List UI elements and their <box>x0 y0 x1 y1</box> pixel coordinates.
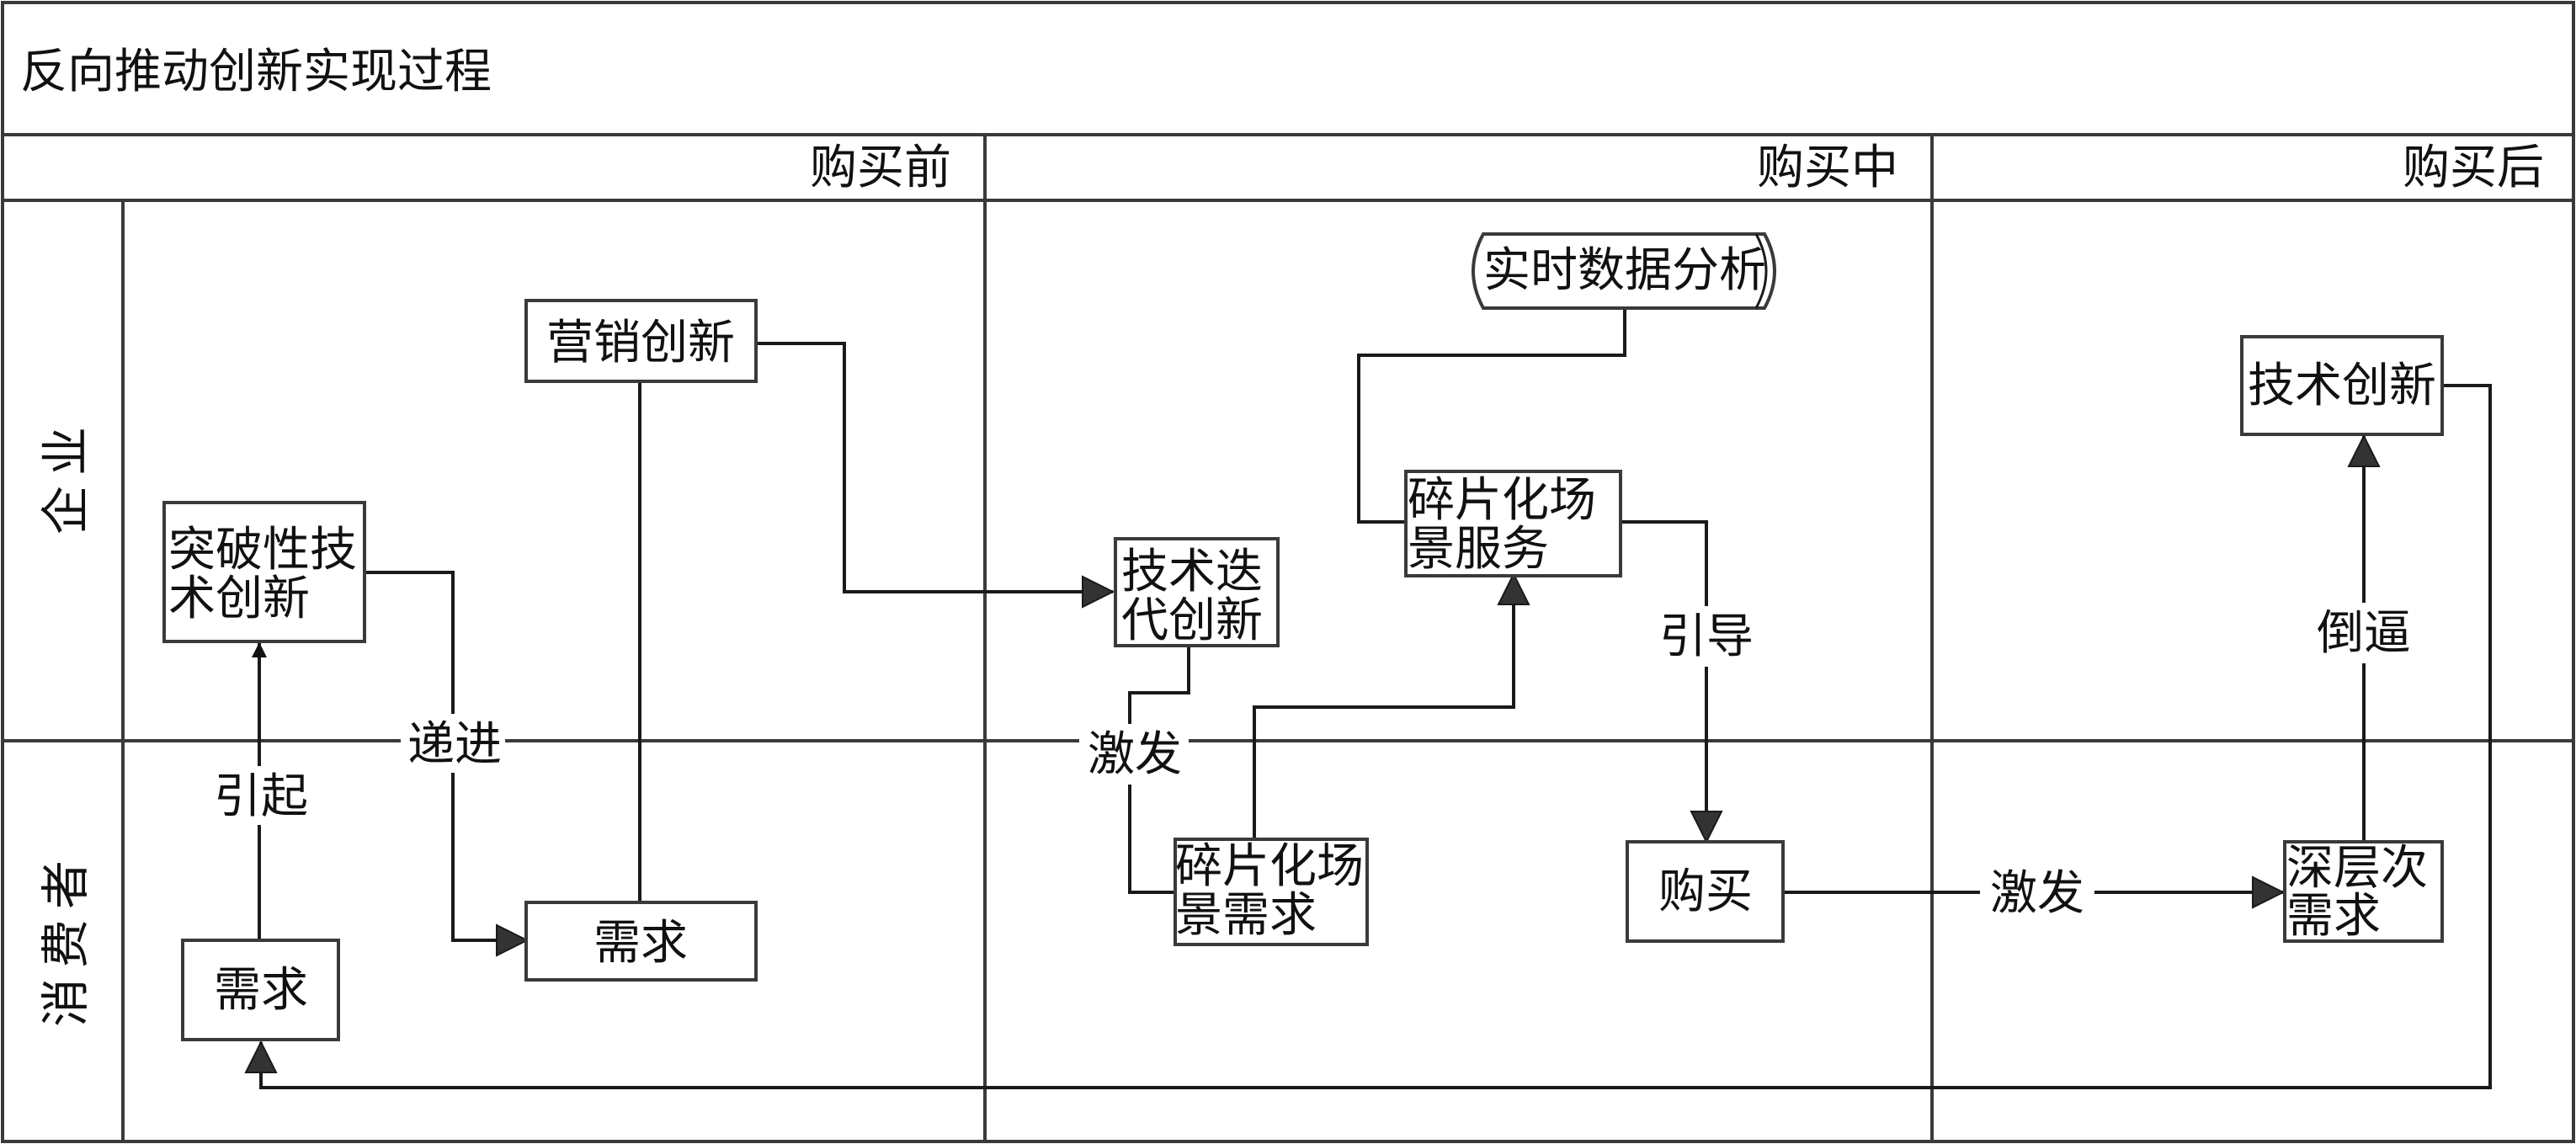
node-techiter-line1: 技术迭 <box>1121 545 1263 599</box>
node-techiter-line2: 代创新 <box>1121 593 1263 648</box>
edge-techiter-fragdemand <box>1128 646 1190 894</box>
node-fragmented-scene-service: 碎片化场 景服务 <box>1404 470 1622 577</box>
node-breakthrough-line1: 突破性技 <box>168 523 357 577</box>
lane-label-enterprise: 企业 <box>37 417 94 535</box>
edge-labels: 引起 递进 激发 引导 激发 倒逼 <box>212 603 2416 923</box>
node-demand-progressed: 需求 <box>524 901 758 982</box>
node-demand-initial-label: 需求 <box>214 963 308 1018</box>
edge-label-cause: 引起 <box>214 769 308 824</box>
edge-fragservice-to-purchase <box>1621 520 1706 842</box>
node-fragmented-scene-demand: 碎片化场 景需求 <box>1174 838 1369 946</box>
diagram-title: 反向推动创新实现过程 <box>20 45 492 99</box>
edge-label-force: 倒逼 <box>2317 606 2411 661</box>
edge-label-progress: 递进 <box>407 717 502 772</box>
lane-label-consumer: 消费者 <box>37 850 94 1027</box>
node-demand-initial: 需求 <box>181 939 340 1041</box>
node-breakthrough-innovation: 突破性技 术创新 <box>162 501 366 643</box>
node-fragservice-line1: 碎片化场 <box>1408 473 1596 528</box>
node-realtime-data-analysis: 实时数据分析 <box>1472 232 1776 310</box>
edge-label-stimulate-2: 激发 <box>1990 866 2084 921</box>
nodes: 突破性技 术创新 营销创新 技术迭 代创新 实时数据分析 碎片化场 景服务 <box>162 232 2444 1041</box>
node-demand-progressed-label: 需求 <box>593 916 688 971</box>
node-techinnov-label: 技术创新 <box>2248 359 2436 413</box>
edge-realtime-fragservice <box>1357 308 1626 524</box>
edge-techinnov-to-demand-loop <box>261 384 2492 1089</box>
edge-label-guide: 引导 <box>1659 609 1754 664</box>
node-deepdemand-line2: 需求 <box>2286 889 2381 944</box>
phase-header-before: 购买前 <box>810 141 951 195</box>
node-tech-iteration-innovation: 技术迭 代创新 <box>1114 537 1280 648</box>
node-marketing-innovation: 营销创新 <box>524 299 758 383</box>
phase-header-during: 购买中 <box>1757 141 1898 195</box>
node-purchase: 购买 <box>1626 840 1785 943</box>
connectors <box>259 308 2492 1089</box>
node-deepdemand-line1: 深层次 <box>2286 841 2428 896</box>
node-marketing-label: 营销创新 <box>546 316 735 370</box>
node-tech-innovation: 技术创新 <box>2240 335 2444 436</box>
node-breakthrough-line2: 术创新 <box>168 572 310 626</box>
node-deep-demand: 深层次 需求 <box>2283 840 2444 944</box>
edge-marketing-to-techiter <box>756 342 1113 592</box>
node-purchase-label: 购买 <box>1658 865 1753 919</box>
node-fragdemand-line1: 碎片化场 <box>1175 839 1364 894</box>
edge-fragdemand-to-fragservice <box>1253 574 1514 839</box>
node-realtime-label: 实时数据分析 <box>1483 243 1766 298</box>
edge-label-stimulate-1: 激发 <box>1088 727 1182 782</box>
node-fragservice-line2: 景服务 <box>1408 522 1549 577</box>
phase-header-after: 购买后 <box>2403 141 2544 195</box>
node-fragdemand-line2: 景需求 <box>1175 888 1317 943</box>
